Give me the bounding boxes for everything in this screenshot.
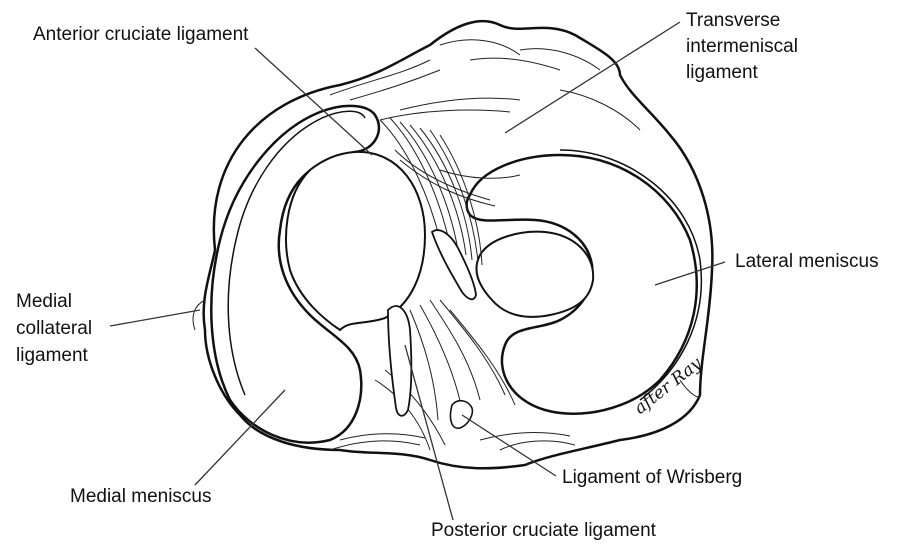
label-transverse-line1: Transverse	[686, 10, 780, 32]
label-lateral-meniscus: Lateral meniscus	[735, 251, 879, 273]
leader-medial-collateral	[110, 310, 200, 326]
label-medial-collateral-line1: Medial	[16, 291, 72, 313]
label-posterior-cruciate-ligament: Posterior cruciate ligament	[431, 520, 656, 542]
label-medial-collateral-line2: collateral	[16, 318, 92, 340]
label-transverse-line2: intermeniscal	[686, 36, 798, 58]
label-ligament-of-wrisberg: Ligament of Wrisberg	[562, 467, 742, 489]
label-medial-collateral-line3: ligament	[16, 345, 88, 367]
label-anterior-cruciate-ligament: Anterior cruciate ligament	[33, 24, 248, 46]
label-transverse-line3: ligament	[686, 62, 758, 84]
label-medial-meniscus: Medial meniscus	[70, 486, 212, 508]
